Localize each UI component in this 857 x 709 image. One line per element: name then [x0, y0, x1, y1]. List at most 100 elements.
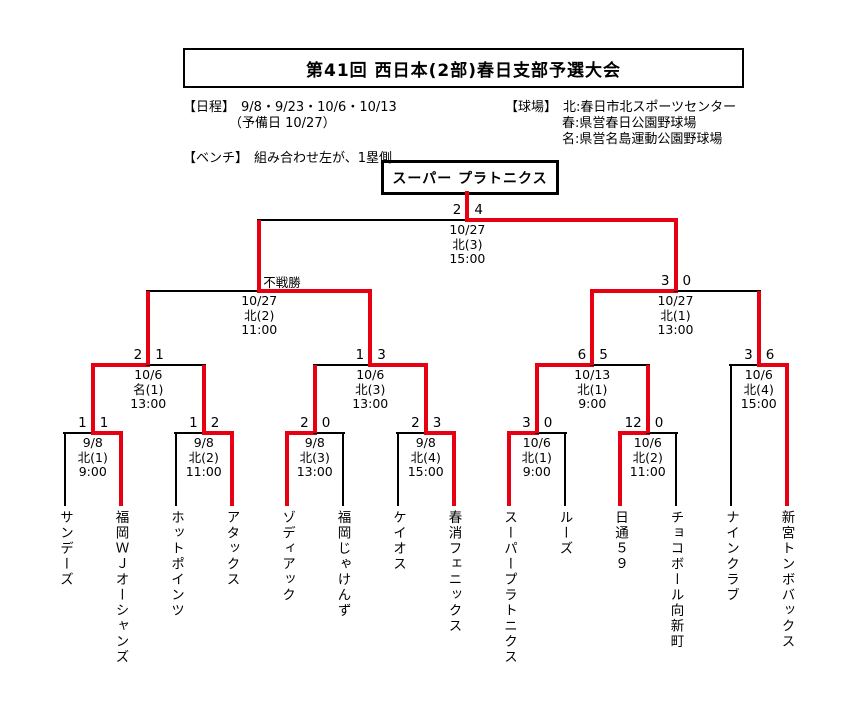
winner-path-line [312, 365, 317, 433]
bracket-line [63, 432, 95, 434]
winner-path-line [201, 431, 234, 435]
score-right: 0 [543, 415, 553, 431]
match-time: 11:00 [629, 464, 666, 479]
venue-line: 北:春日市北スポーツセンター [563, 100, 737, 115]
team-name: アタックス [223, 510, 240, 588]
match-venue: 北(1) [77, 449, 108, 465]
winner-path-line [756, 291, 761, 365]
match-venue: 北(2) [244, 307, 275, 323]
winner-path-line [673, 220, 678, 291]
score-left: 6 [577, 347, 587, 363]
score-left: 1 [189, 415, 198, 431]
match-venue: 北(4) [743, 381, 774, 397]
winner-path-line [618, 431, 650, 435]
winner-path-line [507, 433, 511, 506]
score-right: 0 [321, 415, 331, 431]
bracket-line [729, 364, 761, 366]
match-time: 15:00 [449, 251, 486, 266]
team-leg-line [730, 365, 732, 506]
winner-path-line [257, 289, 373, 293]
bracket-line [312, 432, 345, 434]
match-time: 9:00 [78, 464, 107, 479]
team-name: スーパープラトニクス [501, 510, 517, 665]
match-time: 15:00 [407, 464, 444, 479]
match-date: 9/8 [193, 435, 214, 450]
match-venue: 北(3) [452, 236, 483, 252]
team-name: ホットポインツ [168, 510, 184, 619]
team-name: ケイオス [390, 510, 406, 572]
match-venue: 北(4) [410, 449, 441, 465]
winner-path-line [368, 363, 428, 367]
match-date: 10/27 [241, 293, 278, 308]
match-venue: 名(1) [133, 381, 164, 397]
team-name: 新宮トンボバックス [778, 510, 795, 650]
score-right: 6 [765, 347, 775, 363]
bench-label: 【ベンチ】 [183, 151, 249, 166]
match-venue: 北(2) [632, 449, 663, 465]
match-time: 13:00 [130, 396, 167, 411]
team-name: 日通５９ [612, 510, 628, 572]
match-date: 10/6 [633, 435, 662, 450]
champion-name: スーパー プラトニクス [392, 170, 548, 187]
score-left: 2 [133, 347, 143, 363]
bracket-line [257, 219, 470, 221]
score-right: 0 [654, 415, 664, 431]
match-venue: 北(1) [660, 307, 691, 323]
winner-path-line [285, 431, 317, 435]
score-right: 3 [377, 347, 386, 363]
match-venue: 北(1) [577, 381, 608, 397]
winner-path-line [90, 431, 123, 435]
match-date: 10/6 [134, 367, 163, 382]
schedule-value: 9/8・9/23・10/6・10/13 [241, 100, 397, 115]
score-right: 5 [599, 347, 608, 363]
match-time: 11:00 [185, 464, 222, 479]
team-name: 春消フェニックス [445, 510, 462, 634]
score-left: 3 [744, 347, 753, 363]
winner-path-line [146, 291, 151, 365]
walkover-label: 不戦勝 [263, 275, 301, 290]
bracket-line [174, 432, 206, 434]
team-name: 福岡ＷＪオーシャンズ [112, 510, 129, 665]
bracket-line [645, 432, 678, 434]
winner-path-line [90, 365, 95, 433]
title-box: 第41回 西日本(2部)春日支部予選大会 [183, 48, 744, 88]
score-left: 2 [411, 415, 420, 431]
match-time: 11:00 [241, 322, 278, 337]
winner-path-line [590, 289, 678, 293]
match-date: 10/6 [522, 435, 551, 450]
match-date: 10/6 [744, 367, 773, 382]
score-right: 4 [474, 202, 483, 218]
bracket-line [590, 364, 650, 366]
bracket-line [396, 432, 428, 434]
bench-line: 【ベンチ】組み合わせ左が、1塁側 [183, 151, 397, 167]
winner-path-line [118, 433, 123, 506]
score-right: 2 [210, 415, 220, 431]
champion-box: スーパー プラトニクス [381, 160, 559, 195]
winner-path-line [645, 365, 650, 433]
match-time: 9:00 [578, 396, 607, 411]
tournament-title: 第41回 西日本(2部)春日支部予選大会 [306, 60, 621, 81]
score-left: 1 [355, 347, 365, 363]
score-left: 2 [300, 415, 309, 431]
match-time: 13:00 [352, 396, 389, 411]
score-left: 12 [624, 415, 642, 431]
match-time: 15:00 [740, 396, 777, 411]
match-time: 13:00 [657, 322, 694, 337]
winner-path-line [507, 431, 539, 435]
team-leg-line [397, 433, 399, 506]
winner-path-line [465, 191, 470, 220]
venue-line: 名:県営名島運動公園野球場 [562, 132, 723, 147]
bracket-line [534, 432, 567, 434]
match-venue: 北(1) [521, 449, 552, 465]
team-leg-line [175, 433, 177, 506]
team-leg-line [64, 433, 66, 506]
